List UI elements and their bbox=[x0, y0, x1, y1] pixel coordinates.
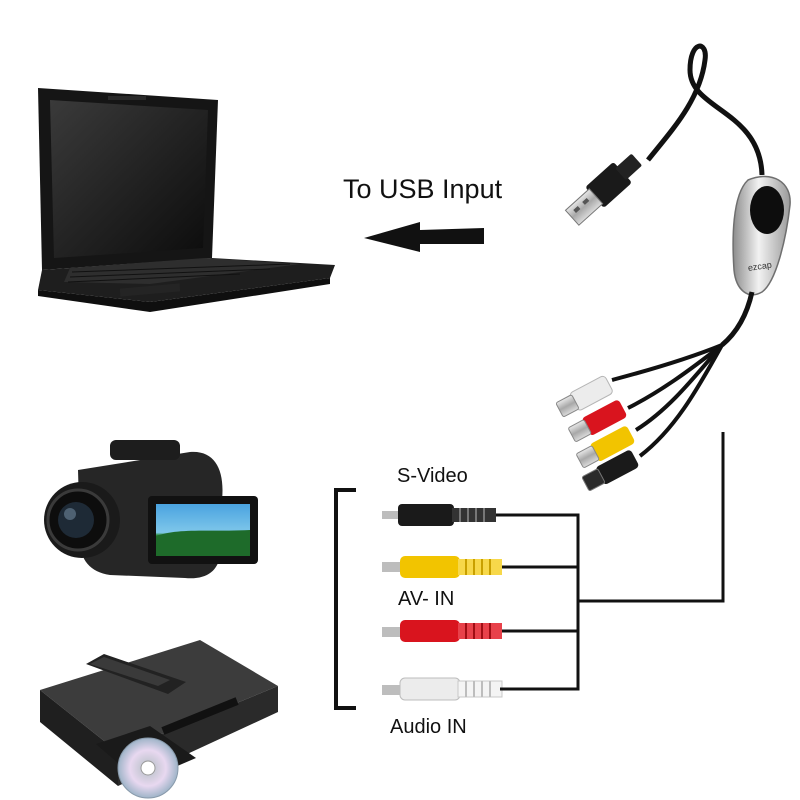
dvd-player bbox=[40, 640, 278, 799]
input-cables bbox=[382, 504, 503, 701]
red-audio-plug bbox=[382, 620, 502, 642]
wiring bbox=[496, 432, 725, 691]
laptop bbox=[38, 88, 335, 312]
s-video-plug bbox=[382, 504, 496, 526]
white-audio-plug bbox=[382, 677, 503, 701]
yellow-video-plug bbox=[382, 556, 502, 578]
device-bracket bbox=[334, 488, 356, 710]
av-in-label: AV- IN bbox=[398, 588, 455, 610]
s-video-label: S-Video bbox=[397, 465, 468, 487]
usb-input-label: To USB Input bbox=[343, 174, 503, 204]
usb-capture-device: ezcap bbox=[555, 43, 791, 491]
audio-in-label: Audio IN bbox=[390, 716, 467, 738]
left-arrow-icon bbox=[364, 222, 484, 252]
camcorder bbox=[44, 440, 258, 579]
brand-logo: ezcap bbox=[747, 260, 772, 273]
